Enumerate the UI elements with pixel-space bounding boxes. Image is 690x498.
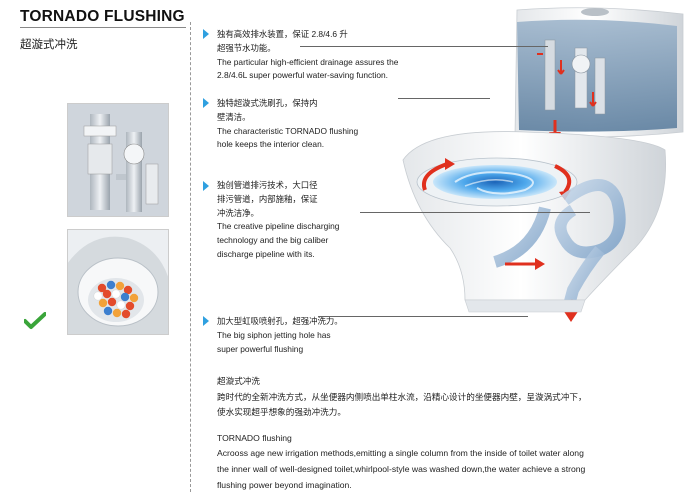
description-block: 超漩式冲洗 跨时代的全新冲洗方式，从坐便器内侧喷出单柱水流，沿精心设计的坐便器内… [217, 374, 677, 493]
feature-en-line: technology and the big caliber [217, 235, 329, 246]
toilet-illustration [395, 0, 690, 330]
feature-drainage: 独有高效排水装置，保证 2.8/4.6 升 超强节水功能。 The partic… [217, 28, 398, 83]
description-en-line: Acrooss age new irrigation methods,emitt… [217, 448, 584, 459]
callout-line [318, 316, 528, 317]
feature-en-line: 2.8/4.6L super powerful water-saving fun… [217, 70, 389, 81]
page-subtitle: 超漩式冲洗 [20, 39, 78, 51]
feature-en-line: The creative pipeline discharging [217, 221, 340, 232]
green-check-icon [23, 312, 47, 335]
feature-cn-line: 壁清洁。 [217, 111, 251, 122]
feature-en-line: discharge pipeline with its. [217, 248, 315, 259]
divider-line [190, 22, 191, 492]
feature-en-line: The particular high-efficient drainage a… [217, 56, 399, 67]
page-title: TORNADO FLUSHING [20, 8, 185, 25]
title-underline [20, 27, 186, 28]
feature-siphon: 加大型虹吸喷射孔，超强冲洗力。 The big siphon jetting h… [217, 315, 343, 356]
description-en-title: TORNADO flushing [217, 432, 292, 443]
feature-pipeline: 独创管道排污技术，大口径 排污管道，内部施釉，保证 冲洗洁净。 The crea… [217, 179, 339, 262]
feature-en-line: super powerful flushing [217, 343, 304, 354]
feature-en-line: hole keeps the interior clean. [217, 139, 325, 150]
description-en-line: flushing power beyond imagination. [217, 479, 352, 490]
callout-line [300, 46, 548, 47]
callout-line [360, 212, 590, 213]
feature-en-line: The big siphon jetting hole has [217, 329, 331, 340]
feature-cn-line: 独特超漩式洗刷孔，保持内 [217, 98, 318, 108]
valve-photo [67, 103, 169, 217]
feature-cn-line: 超强节水功能。 [217, 42, 276, 53]
feature-en-line: The characteristic TORNADO flushing [217, 125, 359, 136]
description-cn-line: 使水实现超乎想象的强劲冲洗力。 [217, 407, 346, 418]
feature-cn-line: 独创管道排污技术，大口径 [217, 180, 318, 190]
feature-cn-line: 加大型虹吸喷射孔，超强冲洗力。 [217, 316, 343, 326]
feature-flushing-hole: 独特超漩式洗刷孔，保持内 壁清洁。 The characteristic TOR… [217, 97, 358, 152]
description-cn-title: 超漩式冲洗 [217, 376, 260, 386]
description-en-line: the inner wall of well-designed toilet,w… [217, 463, 586, 474]
blue-arrow-icon [203, 98, 209, 108]
feature-cn-line: 独有高效排水装置，保证 2.8/4.6 升 [217, 29, 348, 39]
feature-cn-line: 冲洗洁净。 [217, 207, 259, 218]
feature-cn-line: 排污管道，内部施釉，保证 [217, 193, 318, 204]
blue-arrow-icon [203, 181, 209, 191]
description-cn-line: 跨时代的全新冲洗方式，从坐便器内侧喷出单柱水流，沿精心设计的坐便器内壁，呈漩涡式… [217, 391, 587, 402]
blue-arrow-icon [203, 316, 209, 326]
bowl-balls-photo [67, 229, 169, 335]
blue-arrow-icon [203, 29, 209, 39]
callout-line [398, 98, 490, 99]
